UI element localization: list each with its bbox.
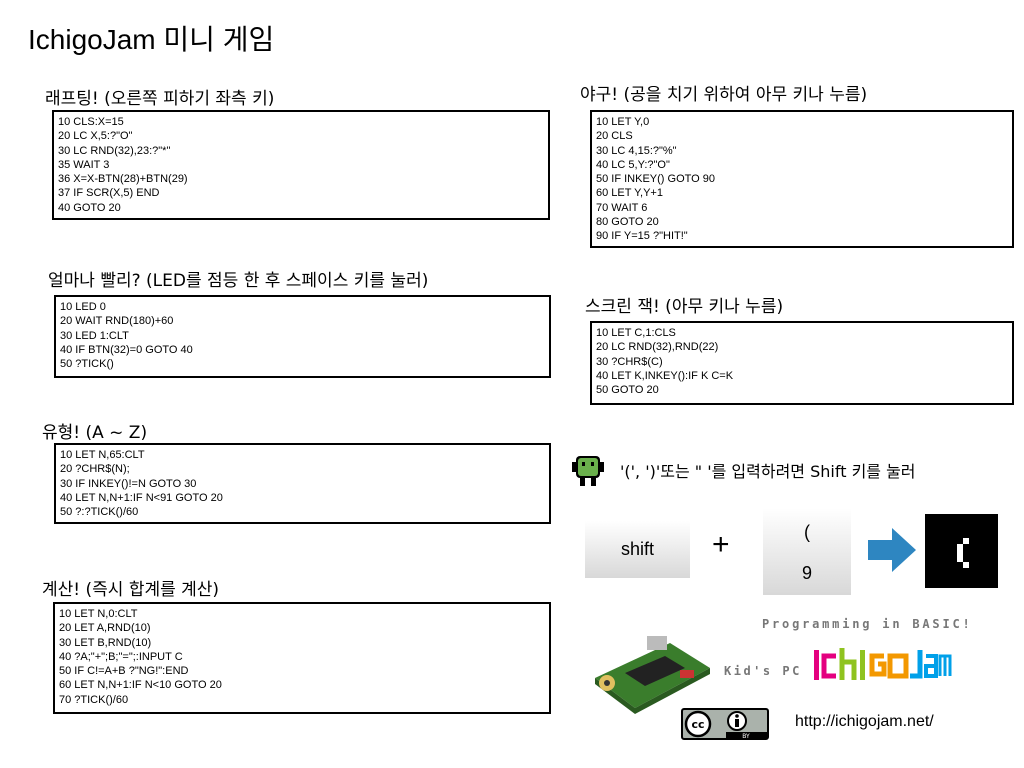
code-line: 60 LET Y,Y+1: [596, 187, 663, 200]
code-line: 30 LC RND(32),23:?"*": [58, 144, 171, 157]
typing-title: 유형! (A ~ Z): [42, 423, 148, 443]
robot-icon: [572, 456, 604, 486]
code-line: 50 GOTO 20: [596, 384, 659, 397]
code-line: 80 GOTO 20: [596, 216, 659, 229]
shift-key: shift: [585, 521, 690, 578]
website-url: http://ichigojam.net/: [795, 713, 934, 730]
code-line: 36 X=X-BTN(28)+BTN(29): [58, 173, 188, 186]
code-line: 40 GOTO 20: [58, 201, 121, 214]
code-line: 10 LET N,65:CLT: [60, 449, 145, 461]
baseball-title: 야구! (공을 치기 위하여 아무 키나 누름): [580, 85, 868, 105]
svg-text:BY: BY: [742, 733, 750, 740]
screen-jack-code-box: 10 LET C,1:CLS 20 LC RND(32),RND(22)30 ?C…: [590, 321, 1014, 405]
kids-pc-label: Kid's PC: [724, 664, 802, 678]
code-line: 50 ?:?TICK()/60: [60, 506, 139, 519]
ichigojam-screen: [925, 514, 998, 588]
code-line: 10 LET Y,0: [596, 116, 650, 128]
code-line: 10 LED 0: [60, 301, 106, 313]
code-line: 20 LET A,RND(10): [59, 622, 151, 635]
page-title: IchigoJam 미니 게임: [28, 24, 275, 55]
code-line: 20 LC X,5:?"O": [58, 130, 133, 143]
shift-note: '(', ')'또는 " '를 입력하려면 Shift 키를 눌러: [620, 462, 916, 481]
ichigojam-board-image: [595, 636, 710, 714]
code-line: 30 LED 1:CLT: [60, 329, 129, 342]
code-line: 40 LET K,INKEY():IF K C=K: [596, 369, 734, 382]
code-line: 70 WAIT 6: [596, 201, 648, 214]
calc-title: 계산! (즉시 합계를 계산): [42, 580, 220, 600]
code-line: 50 ?TICK(): [60, 358, 114, 371]
code-line: 35 WAIT 3: [58, 158, 110, 171]
code-line: 20 CLS: [596, 130, 633, 143]
paren-key-bottom: 9: [801, 563, 812, 583]
code-line: 10 LET N,0:CLT: [59, 608, 138, 620]
svg-text:cc: cc: [691, 718, 704, 731]
code-line: 37 IF SCR(X,5) END: [58, 187, 160, 200]
tagline: Programming in BASIC!: [762, 617, 973, 631]
code-line: 10 CLS:X=15: [58, 116, 124, 128]
screen-jack-title: 스크린 잭! (아무 키나 누름): [585, 297, 784, 317]
rafting-title: 래프팅! (오른쪽 피하기 좌측 키): [45, 89, 275, 109]
code-line: 90 IF Y=15 ?"HIT!": [596, 230, 688, 243]
code-line: 30 ?CHR$(C): [596, 355, 663, 368]
code-line: 70 ?TICK()/60: [59, 693, 129, 706]
typing-code-box: 10 LET N,65:CLT 20 ?CHR$(N);30 IF INKEY()…: [54, 443, 551, 524]
code-line: 10 LET C,1:CLS: [596, 327, 676, 339]
plus-sign: +: [712, 528, 730, 561]
code-line: 20 WAIT RND(180)+60: [60, 315, 174, 328]
code-line: 40 LET N,N+1:IF N<91 GOTO 20: [60, 491, 223, 504]
code-line: 30 LET B,RND(10): [59, 636, 152, 649]
screen-paren-glyph: [957, 538, 969, 568]
code-line: 30 IF INKEY()!=N GOTO 30: [60, 477, 197, 490]
code-line: 20 ?CHR$(N);: [60, 463, 130, 476]
calc-code-box: 10 LET N,0:CLT 20 LET A,RND(10)30 LET B,R…: [53, 602, 551, 714]
right-arrow-icon: [868, 528, 916, 572]
code-line: 20 LC RND(32),RND(22): [596, 341, 719, 354]
code-line: 40 IF BTN(32)=0 GOTO 40: [60, 343, 193, 356]
cc-by-license-icon: BY cc: [681, 708, 769, 740]
rafting-code-box: 10 CLS:X=15 20 LC X,5:?"O"30 LC RND(32),2…: [52, 110, 550, 220]
code-line: 40 ?A;"+";B;"=";:INPUT C: [59, 650, 183, 663]
ichigojam-logo: [814, 648, 952, 680]
reaction-title: 얼마나 빨리? (LED를 점등 한 후 스페이스 키를 눌러): [48, 271, 429, 291]
code-line: 50 IF INKEY() GOTO 90: [596, 173, 715, 186]
code-line: 30 LC 4,15:?"%": [596, 144, 677, 157]
code-line: 40 LC 5,Y:?"O": [596, 158, 670, 171]
paren-key: ( 9: [763, 508, 851, 595]
paren-key-top: (: [804, 522, 810, 542]
code-line: 60 LET N,N+1:IF N<10 GOTO 20: [59, 679, 222, 692]
code-line: 50 IF C!=A+B ?"NG!":END: [59, 665, 189, 678]
